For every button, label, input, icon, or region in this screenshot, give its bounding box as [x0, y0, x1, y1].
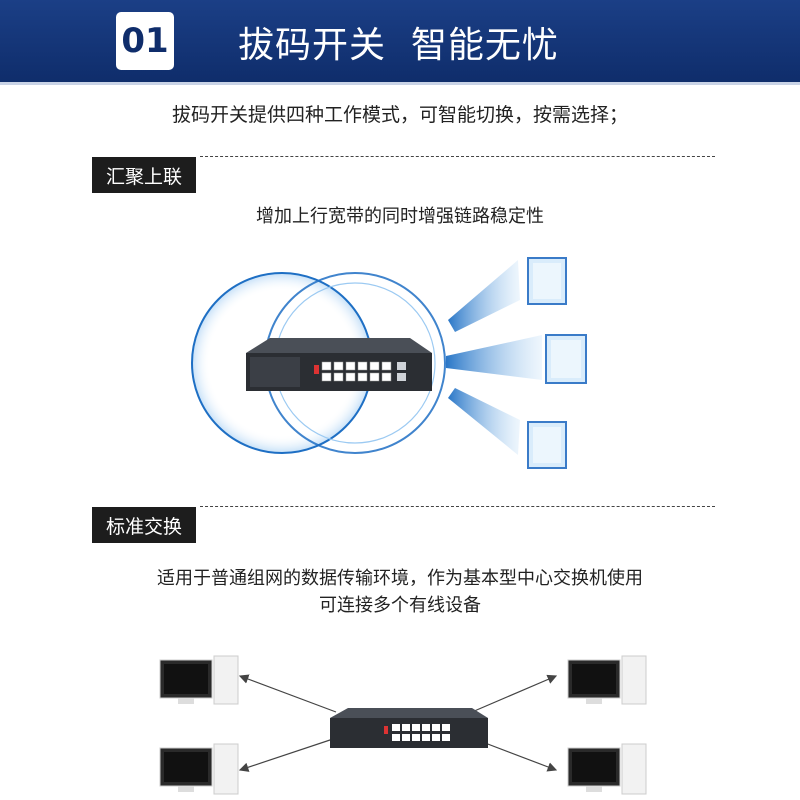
- monitor-icon: [545, 334, 587, 384]
- desktop-computer-icon: [567, 655, 647, 705]
- uplink-description: 增加上行宽带的同时增强链路稳定性: [256, 206, 544, 227]
- section-divider: [200, 506, 715, 507]
- section-divider: [200, 156, 715, 157]
- page-title: 拔码开关 智能无忧: [238, 25, 559, 66]
- uplink-illustration: [191, 257, 587, 469]
- desktop-computer-icon: [159, 743, 239, 795]
- desktop-computer-icon: [567, 743, 647, 795]
- intro-text: 拔码开关提供四种工作模式，可智能切换，按需选择；: [171, 104, 628, 126]
- network-switch-icon: [330, 708, 488, 748]
- section-tag-standard: 标准交换: [92, 507, 197, 543]
- monitor-icon: [527, 257, 567, 305]
- section-tag-uplink: 汇聚上联: [92, 157, 197, 193]
- connection-arrows: [238, 674, 558, 772]
- network-switch-icon: [246, 338, 432, 391]
- section-number-badge: 01: [116, 12, 174, 70]
- monitor-icon: [527, 421, 567, 469]
- signal-beams: [446, 260, 542, 455]
- standard-illustration: [159, 655, 647, 795]
- standard-description-line2: 可连接多个有线设备: [319, 595, 481, 616]
- header-banner: 01 拔码开关 智能无忧: [0, 0, 800, 85]
- desktop-computer-icon: [159, 655, 239, 705]
- standard-description-line1: 适用于普通组网的数据传输环境，作为基本型中心交换机使用: [157, 568, 643, 589]
